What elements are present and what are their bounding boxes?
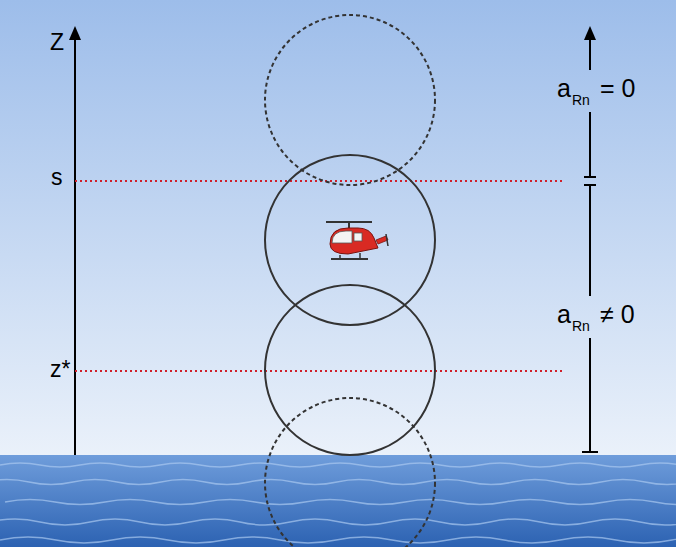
symbol-label: a <box>557 76 571 101</box>
dashed-circle <box>265 398 435 547</box>
solid-circle <box>265 285 435 455</box>
axis-arrowhead <box>69 26 81 40</box>
sea-waves <box>0 463 676 543</box>
height-label: s <box>51 166 63 189</box>
symbol-label: a <box>557 302 571 327</box>
height-label: z* <box>50 358 70 381</box>
axis-label: Z <box>50 31 64 54</box>
z-axis <box>74 36 76 455</box>
value-label: = 0 <box>600 76 635 101</box>
reference-line-s <box>75 180 562 182</box>
helicopter-icon <box>326 222 388 259</box>
subscript-label: Rn <box>572 319 590 333</box>
solid-circle <box>265 155 435 325</box>
subscript-label: Rn <box>572 93 590 107</box>
reference-line-zstar <box>75 370 562 372</box>
sea-surface <box>0 455 676 547</box>
dashed-circle <box>265 15 435 185</box>
value-label: ≠ 0 <box>600 302 635 327</box>
axis-arrowhead <box>584 26 596 40</box>
sky-background <box>0 0 676 455</box>
